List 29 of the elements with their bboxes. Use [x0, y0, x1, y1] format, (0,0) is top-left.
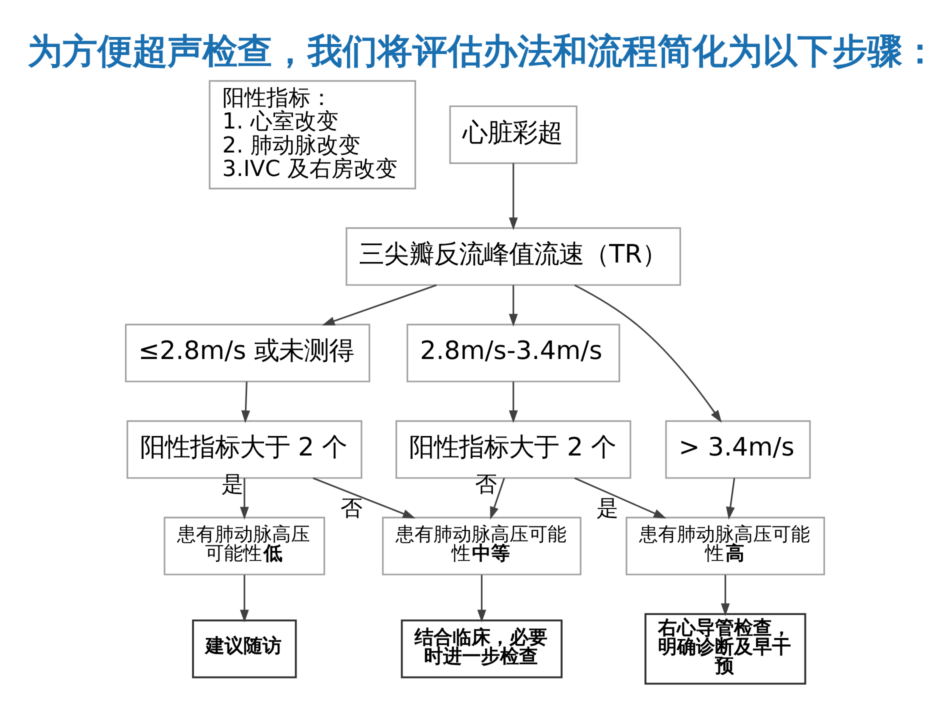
node-box: ≤2.8m/s 或未测得: [125, 323, 370, 382]
node-box: 三尖瓣反流峰值流速（TR）: [346, 226, 682, 286]
diagram-title: 为方便超声检查，我们将评估办法和流程简化为以下步骤：: [27, 31, 938, 72]
arrow: [574, 476, 666, 518]
node-box: 心脏彩超: [449, 104, 578, 164]
node-box: 建议随访: [192, 618, 297, 678]
arrow: [241, 381, 250, 423]
node-box: 患有肺动脉高压可能性中等: [382, 516, 582, 575]
arrow: [240, 478, 249, 520]
arrow: [322, 284, 437, 325]
node-box: 2.8m/s-3.4m/s: [406, 323, 620, 382]
arrow: [726, 478, 736, 520]
arrow: [508, 162, 518, 230]
arrow: [508, 381, 518, 423]
node-box: 阳性指标： 1. 心室改变 2. 肺动脉改变 3.IVC 及右房改变: [208, 80, 416, 189]
node-box: 右心导管检查，明确诊断及早干预: [644, 612, 806, 684]
node-box: 患有肺动脉高压可能性高: [626, 516, 825, 575]
node-box: 患有肺动脉高压可能性低: [164, 516, 326, 575]
edge-label: 是: [596, 494, 618, 521]
node-box: > 3.4m/s: [665, 420, 811, 478]
arrow: [720, 574, 730, 616]
arrow: [240, 574, 249, 622]
arrow: [574, 284, 722, 422]
arrow: [508, 284, 518, 326]
edge-label: 否: [340, 495, 363, 522]
arrow: [490, 477, 505, 519]
arrow: [477, 574, 486, 622]
arrow: [312, 476, 416, 518]
node-box: 结合临床，必要时进一步检查: [400, 618, 563, 678]
